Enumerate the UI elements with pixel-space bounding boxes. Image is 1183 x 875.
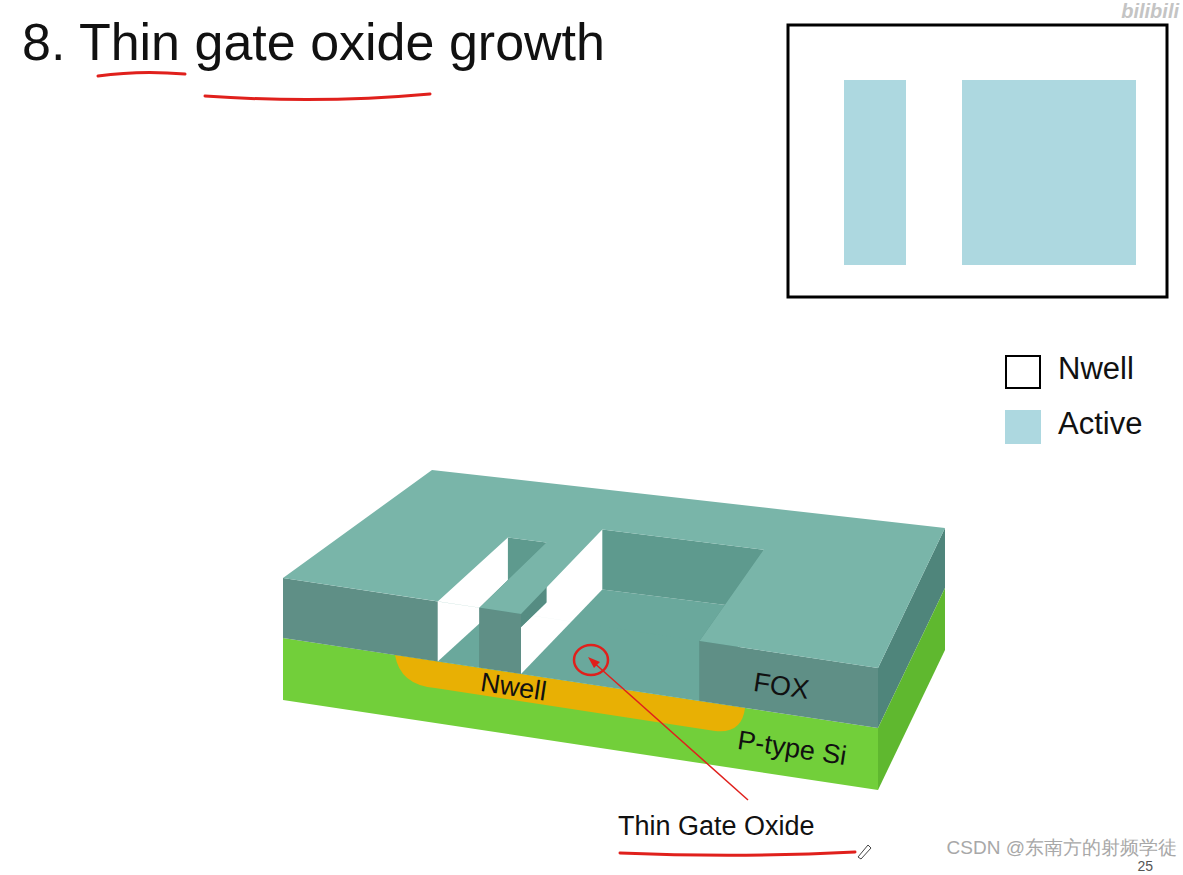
legend-swatch — [1005, 355, 1041, 389]
leader-line — [592, 661, 748, 800]
slide-title: 8. Thin gate oxide growth — [22, 14, 605, 71]
red-underline — [98, 72, 185, 76]
page-number: 25 — [1137, 859, 1153, 874]
legend-label: Active — [1058, 407, 1142, 441]
nwell-layout — [788, 25, 1167, 297]
watermark: bilibili — [1121, 0, 1179, 22]
red-underline — [205, 94, 430, 100]
active-layout — [962, 80, 1136, 265]
legend-swatch — [1005, 410, 1041, 444]
active-layout — [844, 80, 906, 265]
red-underline — [620, 852, 855, 855]
callout-label: Thin Gate Oxide — [618, 812, 815, 842]
arrow-head — [588, 657, 600, 668]
legend-label: Nwell — [1058, 352, 1134, 386]
watermark: CSDN @东南方的射频学徒 — [947, 838, 1177, 859]
fox-top — [283, 470, 945, 668]
pencil-icon — [858, 845, 871, 859]
fox-front — [479, 608, 521, 674]
